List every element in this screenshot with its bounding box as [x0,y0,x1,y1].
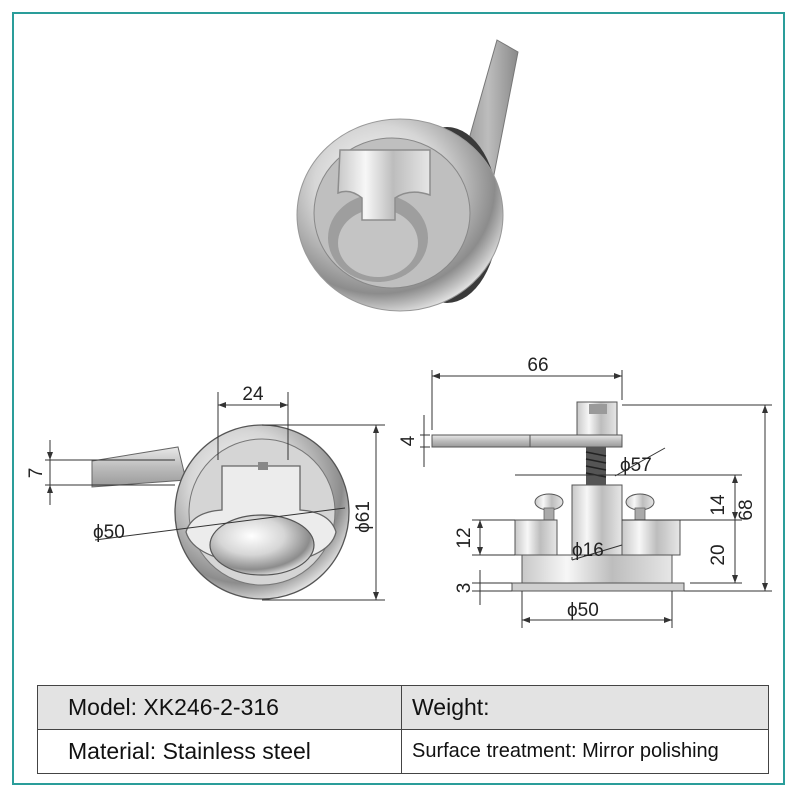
spec-surface-treatment: Surface treatment: Mirror polishing [401,729,769,774]
dim-front-outer-diameter: ϕ61 [353,501,374,533]
dim-side-inner-diameter: ϕ16 [572,540,604,561]
dim-side-stud-diameter: ϕ57 [620,455,652,476]
spec-model: Model: XK246-2-316 [37,685,402,730]
side-view-drawing [420,370,772,628]
spec-table: Model: XK246-2-316 Weight: Material: Sta… [37,685,769,774]
spec-material: Material: Stainless steel [37,729,402,774]
dim-side-body-height-right: 20 [708,544,729,565]
dim-side-body-height-left: 12 [454,527,475,548]
front-view-drawing [45,392,385,601]
dim-front-width-top: 24 [242,384,264,405]
dim-side-handle-length: 66 [527,355,548,376]
spec-row: Material: Stainless steel Surface treatm… [37,729,769,774]
dim-side-flange-thickness: 3 [454,583,475,594]
dim-front-handle-thickness: 7 [26,468,47,479]
dim-front-inner-diameter: ϕ50 [93,522,125,543]
dim-side-handle-thickness: 4 [398,435,419,446]
dim-side-height-total: 68 [736,499,757,520]
spec-weight: Weight: [401,685,769,730]
page-frame [12,12,785,785]
dim-side-height-upper: 14 [708,494,729,516]
dim-side-flange-diameter: ϕ50 [567,600,599,621]
product-photo [296,39,519,312]
spec-row: Model: XK246-2-316 Weight: [37,685,769,730]
